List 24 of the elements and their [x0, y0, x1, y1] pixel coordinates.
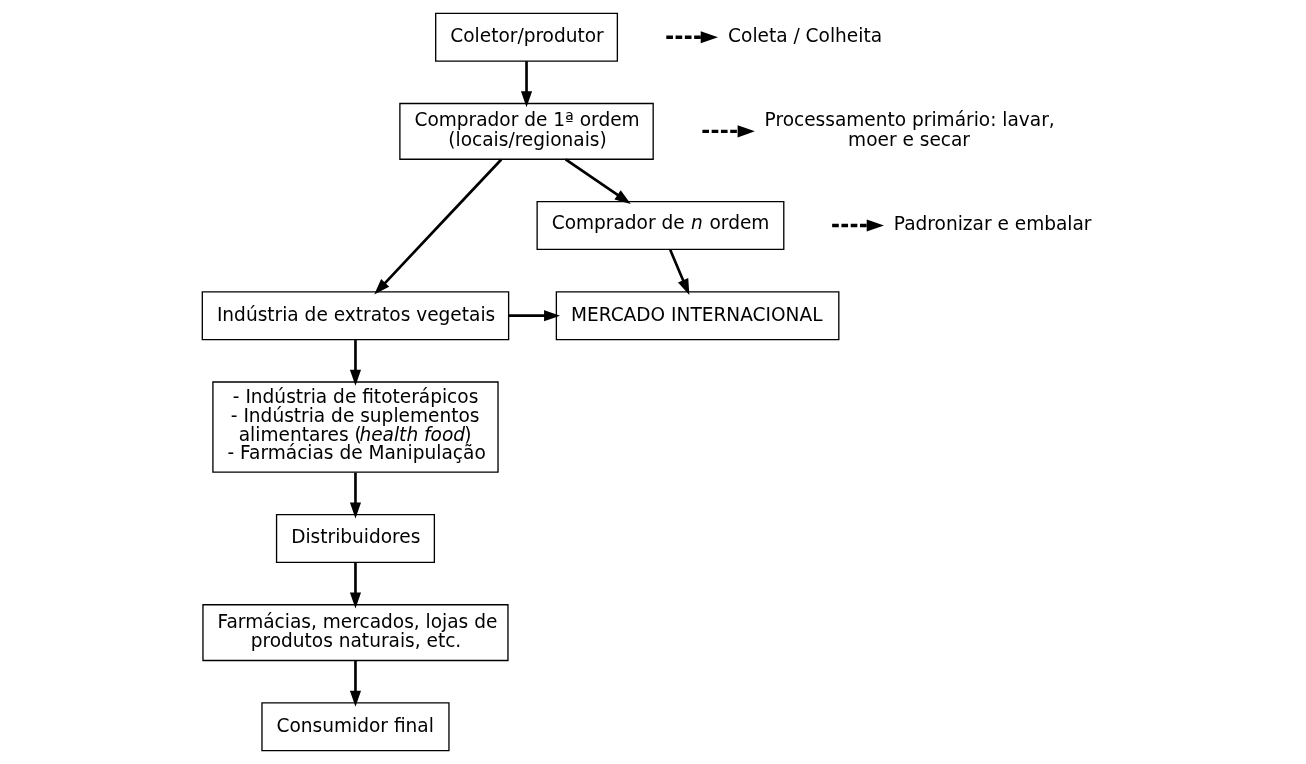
node-box: Farmácias, mercados, lojas de produtos naturais, etc. — [201, 604, 509, 662]
node-text: Processamento primário: lavar, moer e secar — [764, 109, 1055, 151]
node-box: Comprador de n ordem — [535, 201, 784, 251]
node-box: Consumidor final — [260, 702, 450, 752]
node-box: MERCADO INTERNACIONAL — [555, 291, 839, 341]
node-box: Comprador de 1ª ordem (locais/regionais) — [398, 102, 654, 160]
arrow — [665, 31, 718, 44]
node-box: Coletor/produtor — [434, 12, 618, 62]
arrow — [831, 219, 884, 232]
arrow — [564, 158, 631, 204]
node-box: Distribuidores — [275, 513, 435, 563]
arrow — [349, 340, 361, 386]
arrow — [701, 125, 755, 138]
arrow — [349, 472, 361, 519]
node-text: Padronizar e embalar — [893, 213, 1092, 235]
node-text: Coleta / Colheita — [727, 25, 882, 47]
node-box: - Indústria de fitoterápicos - Indústria de suplementos alimentares (health food) - Farmácias de Manipulação — [211, 381, 499, 473]
arrow — [373, 158, 502, 295]
arrow — [349, 660, 361, 707]
node-box: Indústria de extratos vegetais — [201, 291, 509, 341]
arrow — [349, 562, 361, 609]
arrow — [508, 310, 560, 322]
arrow — [520, 61, 532, 108]
arrow — [668, 249, 689, 295]
